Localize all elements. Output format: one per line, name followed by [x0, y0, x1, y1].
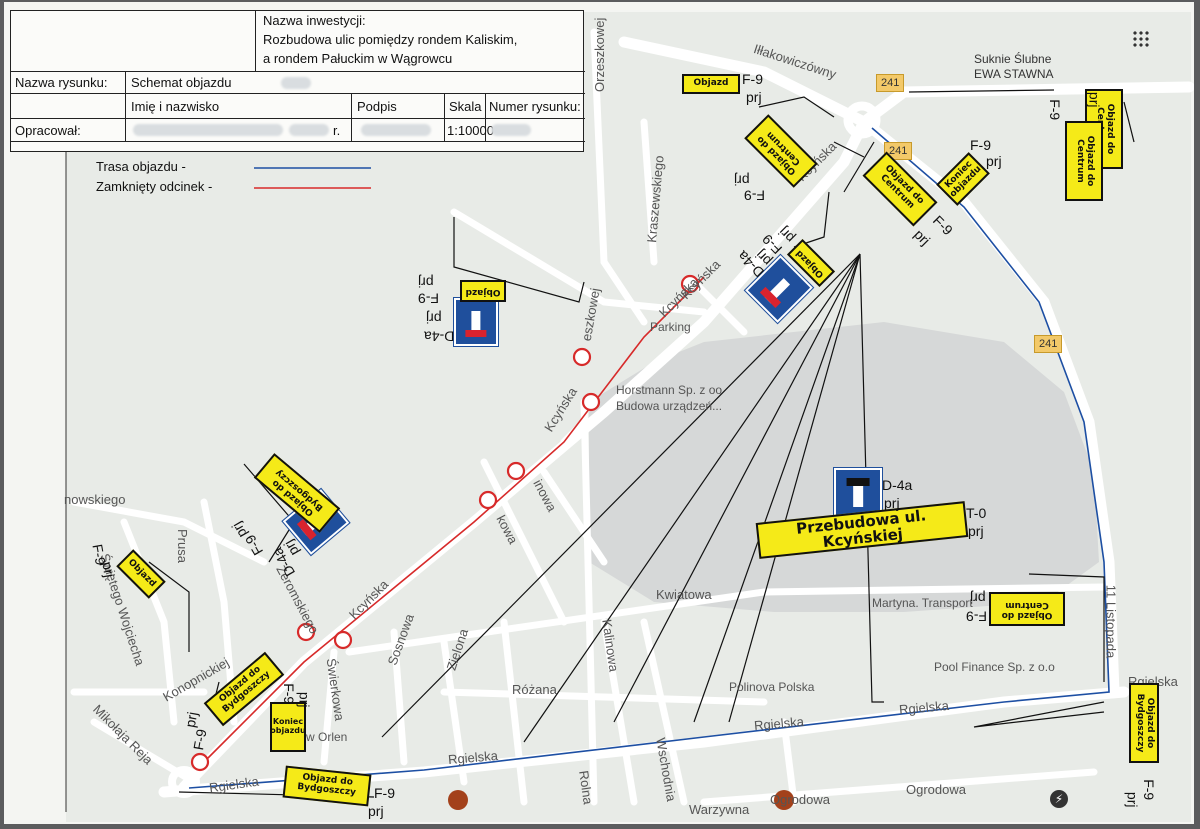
- street-rozana: Różana: [512, 682, 557, 697]
- code-t0: T-0: [966, 505, 987, 521]
- sign-objazd-top: Objazd: [682, 74, 740, 94]
- poi-polinova-polska[interactable]: Polinova Polska: [729, 680, 815, 694]
- closure-markers: [190, 274, 700, 772]
- prepared-label: Opracował:: [15, 123, 81, 138]
- drawing-name-value: Schemat objazdu: [131, 75, 232, 90]
- street-nowskiego: nowskiego: [64, 492, 126, 507]
- code-f9-4: F-9: [970, 137, 991, 153]
- poi-suknie-line-2: EWA STAWNA: [974, 67, 1054, 81]
- industrial-area: [589, 322, 1099, 612]
- code-d4a-1: D-4a: [424, 328, 455, 345]
- code-f9-1: F-9: [742, 71, 763, 87]
- roundabout-north: [843, 101, 881, 139]
- pin-left: [448, 790, 468, 810]
- legend-closed-label: Zamknięty odcinek -: [96, 179, 213, 194]
- redacted-name: [133, 124, 283, 136]
- route-241-badge-a: 241: [876, 74, 905, 92]
- street-ogrodowa-2: Ogrodowa: [906, 782, 966, 797]
- code-f9-2: F-9: [744, 187, 765, 204]
- poi-pool-finance[interactable]: Pool Finance Sp. z o.o: [934, 660, 1055, 674]
- sign-koniec-objazdu-bottom: Koniec objazdu: [270, 702, 306, 752]
- street-ogrodowa-1: Ogrodowa: [770, 792, 830, 807]
- investment-line-2: a rondem Pałuckim w Wągrowcu: [263, 51, 453, 66]
- code-f9-14: F-9: [1141, 779, 1158, 801]
- legend-detour-label: Trasa objazdu -: [96, 159, 186, 174]
- street-11-listopada: 11 Listopada: [1103, 584, 1119, 659]
- scale-value: 1:10000: [447, 123, 494, 138]
- detour-route-line: [188, 127, 1110, 789]
- code-prj-5: prj: [1086, 91, 1103, 108]
- grid-menu-icon[interactable]: [1132, 30, 1150, 48]
- code-prj-6: prj: [418, 274, 434, 291]
- route-241-badge-c: 241: [1034, 335, 1063, 353]
- poi-horstmann[interactable]: Horstmann Sp. z oo Budowa urządzeń...: [616, 382, 722, 414]
- code-prj-main-1: prj: [884, 495, 900, 511]
- d4a-sign-top-left: [453, 297, 499, 347]
- code-f9-11: F-9: [281, 683, 298, 705]
- title-block: Nazwa inwestycji: Rozbudowa ulic pomiędz…: [10, 10, 585, 152]
- poi-suknie-slubne[interactable]: Suknie Ślubne EWA STAWNA: [974, 52, 1054, 82]
- date-suffix: r.: [333, 123, 341, 138]
- code-prj-13: prj: [181, 710, 201, 729]
- code-prj-14: prj: [296, 691, 313, 708]
- drawing-name-label: Nazwa rysunku:: [15, 75, 108, 90]
- code-d4a-main: D-4a: [882, 477, 913, 493]
- code-prj-16: prj: [970, 590, 986, 607]
- roundabout-south: [168, 766, 200, 798]
- sign-objazd-do-centrum-5: Objazd do Centrum: [989, 592, 1065, 626]
- code-prj-1: prj: [746, 89, 762, 105]
- code-prj-7: prj: [426, 310, 442, 327]
- code-prj-15: prj: [368, 803, 384, 819]
- street-kwiatowa: Kwiatowa: [656, 587, 712, 602]
- code-f9-12: F-9: [374, 785, 395, 801]
- code-prj-12: prj: [99, 560, 118, 579]
- bolt-icon: ⚡: [1050, 790, 1068, 808]
- code-prj-main-2: prj: [968, 523, 984, 539]
- scale-header: Skala: [449, 99, 482, 114]
- drawing-number-header: Numer rysunku:: [489, 99, 581, 114]
- street-warzywna: Warzywna: [689, 802, 750, 817]
- code-prj-4: prj: [986, 153, 1002, 169]
- closed-section-line: [203, 276, 705, 763]
- redacted-signature: [361, 124, 431, 136]
- sign-objazd-do-centrum-4: Objazd do Centrum: [1065, 121, 1103, 201]
- sign-objazd-do-bydgoszczy-4: Objazd do Bydgoszczy: [1129, 683, 1159, 763]
- poi-suknie-line-1: Suknie Ślubne: [974, 52, 1052, 66]
- investment-label: Nazwa inwestycji:: [263, 13, 366, 28]
- name-header: Imię i nazwisko: [131, 99, 220, 114]
- poi-horstmann-line-2: Budowa urządzeń...: [616, 399, 723, 414]
- map-sheet: Nazwa inwestycji: Rozbudowa ulic pomiędz…: [4, 2, 1194, 824]
- redacted-date: [289, 124, 329, 136]
- code-f9-5: F-9: [1047, 99, 1064, 121]
- poi-parking[interactable]: Parking: [650, 320, 691, 334]
- code-prj-2: prj: [734, 172, 750, 189]
- poi-horstmann-line-1: Horstmann Sp. z oo: [616, 383, 723, 397]
- redacted-header: [281, 77, 311, 89]
- code-prj-17: prj: [1124, 791, 1141, 808]
- code-f9-6: F-9: [418, 290, 439, 307]
- sign-objazd-top-left: Objazd: [460, 280, 506, 302]
- poi-martyna-transport[interactable]: Martyna. Transport: [872, 596, 973, 610]
- street-prusa: Prusa: [175, 529, 190, 563]
- code-f9-13: F-9: [966, 608, 987, 625]
- street-orzeszkowej: Orzeszkowej: [592, 17, 607, 92]
- signature-header: Podpis: [357, 99, 397, 114]
- pin-right: [774, 790, 794, 810]
- investment-line-1: Rozbudowa ulic pomiędzy rondem Kaliskim,: [263, 32, 518, 47]
- redacted-number: [491, 124, 531, 136]
